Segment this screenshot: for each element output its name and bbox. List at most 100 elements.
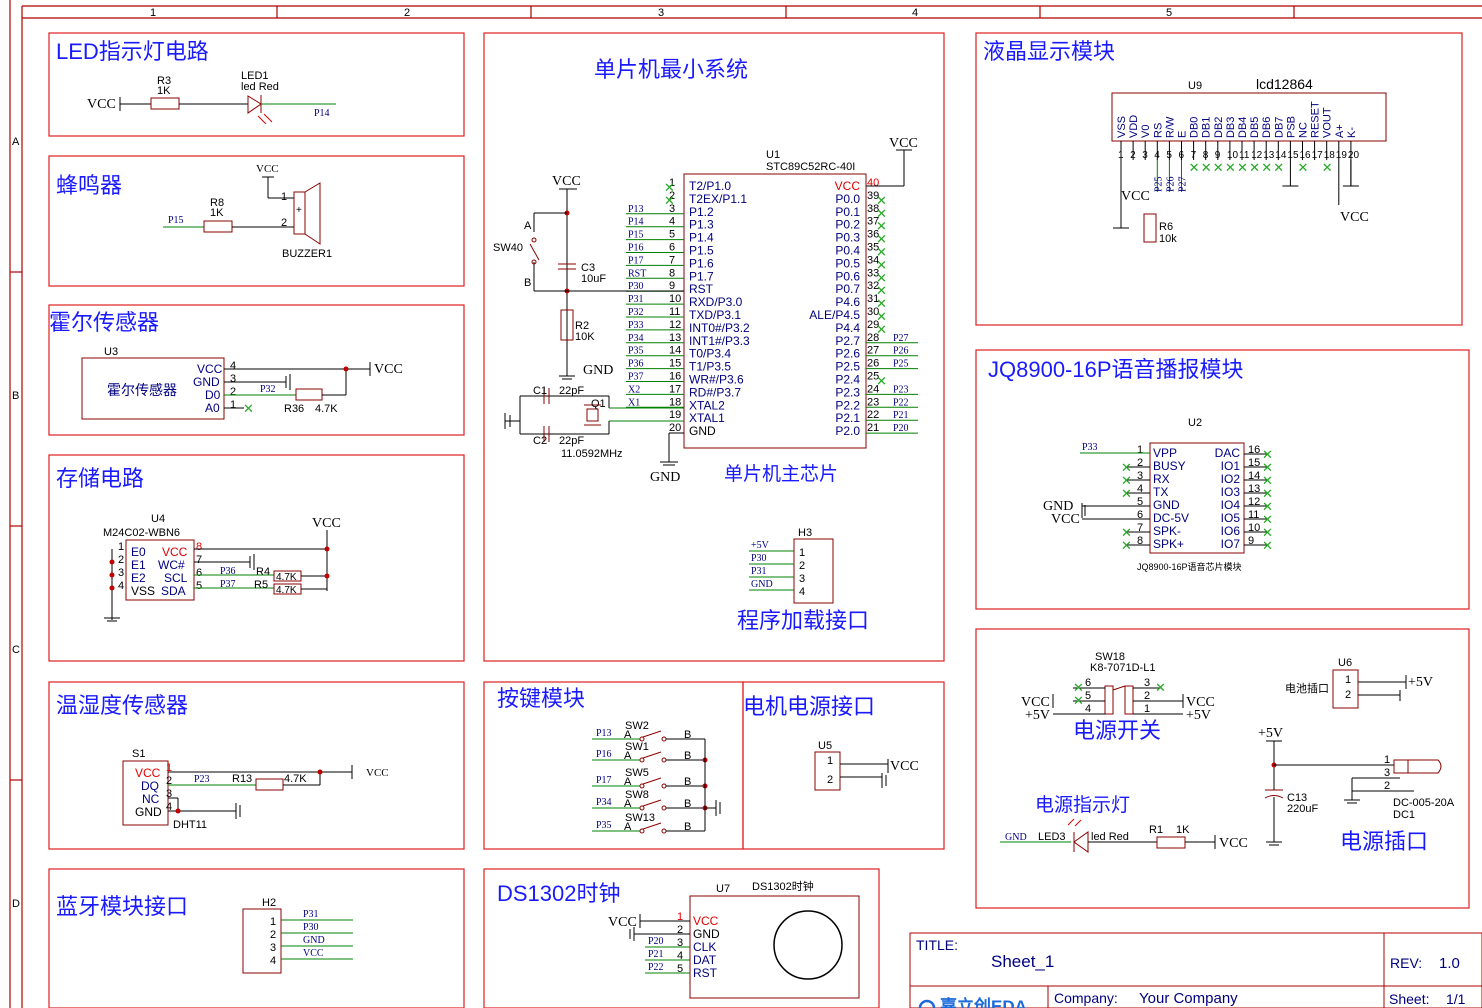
svg-text:2: 2 xyxy=(1345,689,1351,701)
mcu-pin-number: 39 xyxy=(867,190,879,202)
lcd-pin-name: DB6 xyxy=(1261,117,1273,138)
no-connect-icon: ✕ xyxy=(1121,486,1132,501)
no-connect-icon: ✕ xyxy=(1225,160,1236,175)
mcu-pin-number: 11 xyxy=(669,306,680,318)
svg-text:GND: GND xyxy=(693,927,720,941)
no-connect-icon: ✕ xyxy=(876,219,887,234)
mcu-chip-caption: 单片机主芯片 xyxy=(724,463,838,485)
svg-text:5: 5 xyxy=(196,580,202,592)
svg-text:DQ: DQ xyxy=(141,779,159,793)
svg-text:6: 6 xyxy=(196,567,202,579)
jq-pin-number: 6 xyxy=(1137,509,1143,521)
r3-ref: R3 xyxy=(157,75,171,87)
mcu-pin-number: 22 xyxy=(867,409,879,421)
svg-text:P31: P31 xyxy=(751,566,767,577)
motor-power-header: U5 1 2 VCC xyxy=(814,740,919,791)
svg-text:GND: GND xyxy=(751,579,773,590)
svg-text:4.7K: 4.7K xyxy=(276,585,297,596)
lcd-pin-name: VOUT xyxy=(1322,107,1334,138)
net-label: P27 xyxy=(893,333,909,344)
buzzer-circuit: VCC P15 R8 1K 1 2 + BUZZER1 xyxy=(163,163,332,260)
svg-text:电池插口: 电池插口 xyxy=(1285,681,1329,695)
no-connect-icon: ✕ xyxy=(1262,460,1273,475)
net-label: P36 xyxy=(628,359,644,370)
row-label: A xyxy=(12,136,20,148)
net-label: X1 xyxy=(628,397,640,408)
led1-diode-icon xyxy=(247,95,262,114)
svg-text:1: 1 xyxy=(1144,703,1150,715)
svg-text:2: 2 xyxy=(677,924,683,936)
mcu-pin-number: 30 xyxy=(867,306,879,318)
svg-text:22pF: 22pF xyxy=(559,385,584,397)
mcu-pin-number: 6 xyxy=(669,242,675,254)
svg-text:D0: D0 xyxy=(205,388,221,402)
net-label: P23 xyxy=(893,384,909,395)
mcu-pin-name: P1.5 xyxy=(689,244,714,258)
jq-pin-number: 3 xyxy=(1137,470,1143,482)
lcd-pin-name: DB0 xyxy=(1189,117,1201,138)
jq8900-module: U2 VPP1BUSY2✕RX3✕TX4✕GND5DC-5V6SPK-7✕SPK… xyxy=(1043,417,1273,572)
svg-text:4: 4 xyxy=(118,580,124,592)
svg-text:1: 1 xyxy=(1345,674,1351,686)
svg-text:2: 2 xyxy=(799,560,805,572)
mcu-pin-name: INT0#/P3.2 xyxy=(689,321,750,335)
net-label: P35 xyxy=(628,346,644,357)
net-label: P14 xyxy=(628,217,644,228)
svg-text:GND: GND xyxy=(1005,832,1027,843)
no-connect-icon: ✕ xyxy=(876,283,887,298)
svg-text:R2: R2 xyxy=(575,320,589,332)
svg-text:VCC: VCC xyxy=(1051,512,1080,527)
lcd-pin-name: DB1 xyxy=(1201,117,1213,138)
no-connect-icon: ✕ xyxy=(876,322,887,337)
switch-pin-a: A xyxy=(624,776,632,788)
svg-text:+5V: +5V xyxy=(1025,708,1050,723)
mcu-pin-name: ALE/P4.5 xyxy=(809,308,860,322)
svg-text:4: 4 xyxy=(1085,703,1091,715)
mcu-pin-number: 26 xyxy=(867,358,879,370)
mcu-pin-number: 8 xyxy=(669,267,675,279)
svg-text:P23: P23 xyxy=(194,774,210,785)
mcu-pin-name: P4.4 xyxy=(835,321,860,335)
module-title-mcu: 单片机最小系统 xyxy=(594,57,748,82)
svg-text:VCC: VCC xyxy=(889,136,918,151)
jq-pin-name: IO4 xyxy=(1221,498,1241,512)
svg-text:10uF: 10uF xyxy=(581,273,606,285)
jq-pin-name: DC-5V xyxy=(1153,511,1189,525)
svg-text:U2: U2 xyxy=(1188,417,1202,429)
no-connect-icon: ✕ xyxy=(1249,160,1260,175)
mcu-pin-name: P2.3 xyxy=(835,385,860,399)
no-connect-icon: ✕ xyxy=(1262,447,1273,462)
mcu-pin-name: T2/P1.0 xyxy=(689,179,731,193)
jq-pin-number: 2 xyxy=(1137,457,1143,469)
svg-text:VCC: VCC xyxy=(135,766,161,780)
jq-pin-name: IO6 xyxy=(1221,524,1241,538)
mcu-pin-name: P0.2 xyxy=(835,218,860,232)
svg-text:P21: P21 xyxy=(648,949,664,960)
svg-text:5: 5 xyxy=(677,963,683,975)
mcu-pin-number: 23 xyxy=(867,396,879,408)
svg-text:led Red: led Red xyxy=(1091,831,1129,843)
svg-text:+5V: +5V xyxy=(1258,726,1283,741)
no-connect-icon: ✕ xyxy=(664,180,675,195)
jq-pin-name: SPK+ xyxy=(1153,537,1184,551)
svg-text:lcd12864: lcd12864 xyxy=(1256,76,1313,92)
mcu-pin-number: 32 xyxy=(867,280,879,292)
mcu-pin-name: P1.6 xyxy=(689,256,714,270)
svg-text:P36: P36 xyxy=(220,566,236,577)
mcu-pin-number: 18 xyxy=(669,396,681,408)
no-connect-icon: ✕ xyxy=(876,296,887,311)
mcu-pin-number: 1 xyxy=(669,177,675,189)
svg-text:1K: 1K xyxy=(1176,824,1190,836)
lcd-pin-number: 20 xyxy=(1348,150,1360,161)
company-label: Company: xyxy=(1054,990,1118,1006)
mcu-pin-name: INT1#/P3.3 xyxy=(689,334,750,348)
lcd12864-module: U9 lcd12864 VSS1VDD2V03RS4R/W5E6DB07DB18… xyxy=(1111,76,1387,245)
svg-text:LED3: LED3 xyxy=(1038,831,1066,843)
svg-text:✕: ✕ xyxy=(1155,680,1166,695)
jq-pin-number: 14 xyxy=(1248,470,1260,482)
svg-text:VSS: VSS xyxy=(131,584,155,598)
no-connect-icon: ✕ xyxy=(1189,160,1200,175)
module-title-keys: 按键模块 xyxy=(497,686,585,711)
